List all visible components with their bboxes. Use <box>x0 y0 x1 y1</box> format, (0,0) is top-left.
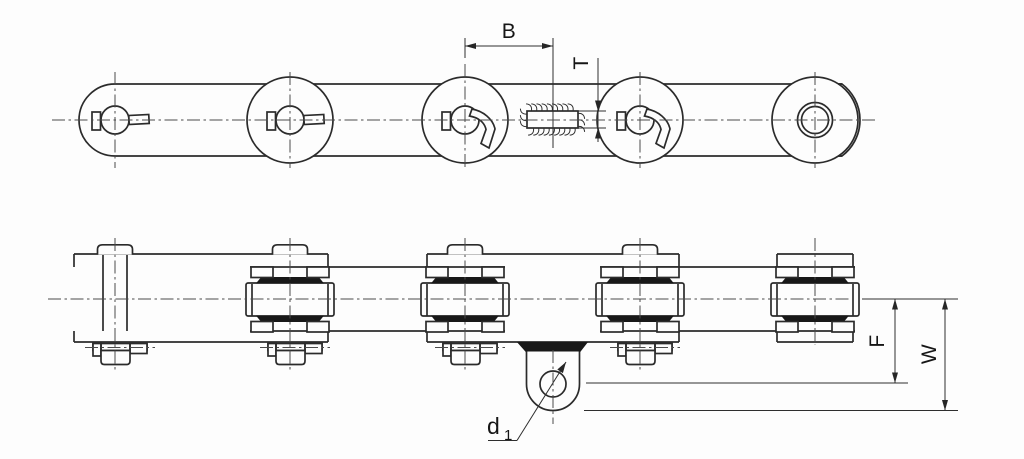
dimension-T-label: T <box>570 56 593 69</box>
plate-end-right <box>838 83 861 157</box>
dimension-T: T <box>570 56 606 142</box>
dimension-W-label: W <box>918 344 941 364</box>
dimension-F-label: F <box>866 334 889 347</box>
chain-side-view: F W d 1 <box>48 238 958 444</box>
dimension-d1-label: d <box>487 413 500 439</box>
dimension-d1: d 1 <box>487 361 567 444</box>
dimension-B-label: B <box>502 20 517 43</box>
cotter-pin <box>609 342 681 366</box>
end-pin <box>102 255 128 331</box>
dimension-F: F <box>586 298 958 384</box>
chain-top-view: B T <box>52 20 878 168</box>
cotter-pin <box>84 342 156 366</box>
cotter-pin <box>434 342 506 366</box>
cotter-pin <box>259 342 331 366</box>
section-hatch-ticks <box>519 103 586 136</box>
inner-plates <box>250 266 855 332</box>
dimension-B: B <box>464 20 554 148</box>
dimension-W: W <box>584 299 958 411</box>
dimension-d1-subscript: 1 <box>504 427 512 444</box>
